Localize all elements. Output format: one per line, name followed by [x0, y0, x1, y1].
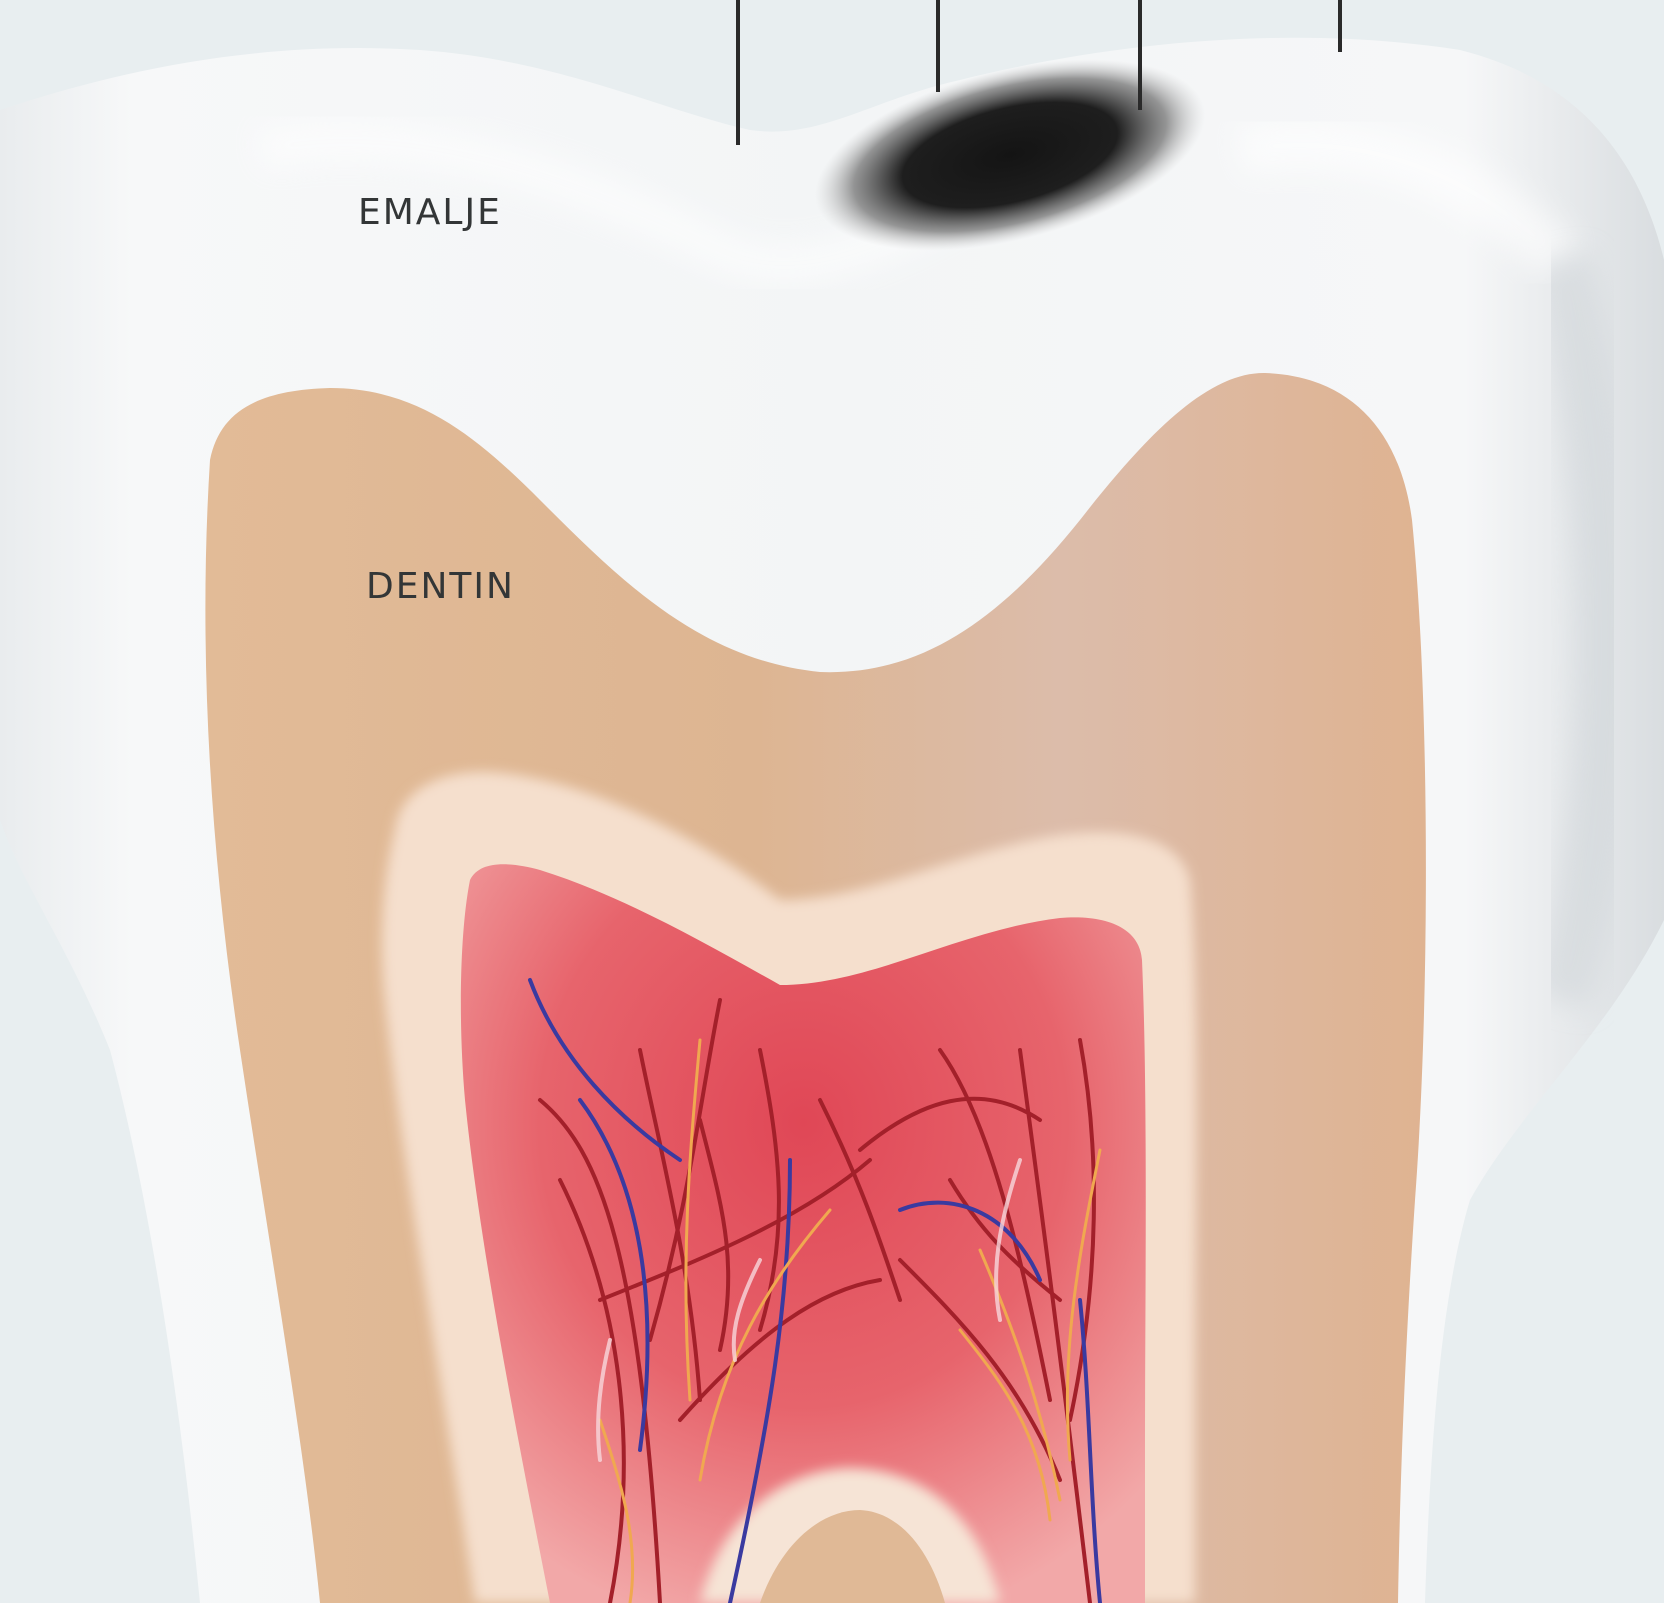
enamel-label: EMALJE	[358, 192, 502, 233]
dentin-label: DENTIN	[366, 566, 515, 607]
